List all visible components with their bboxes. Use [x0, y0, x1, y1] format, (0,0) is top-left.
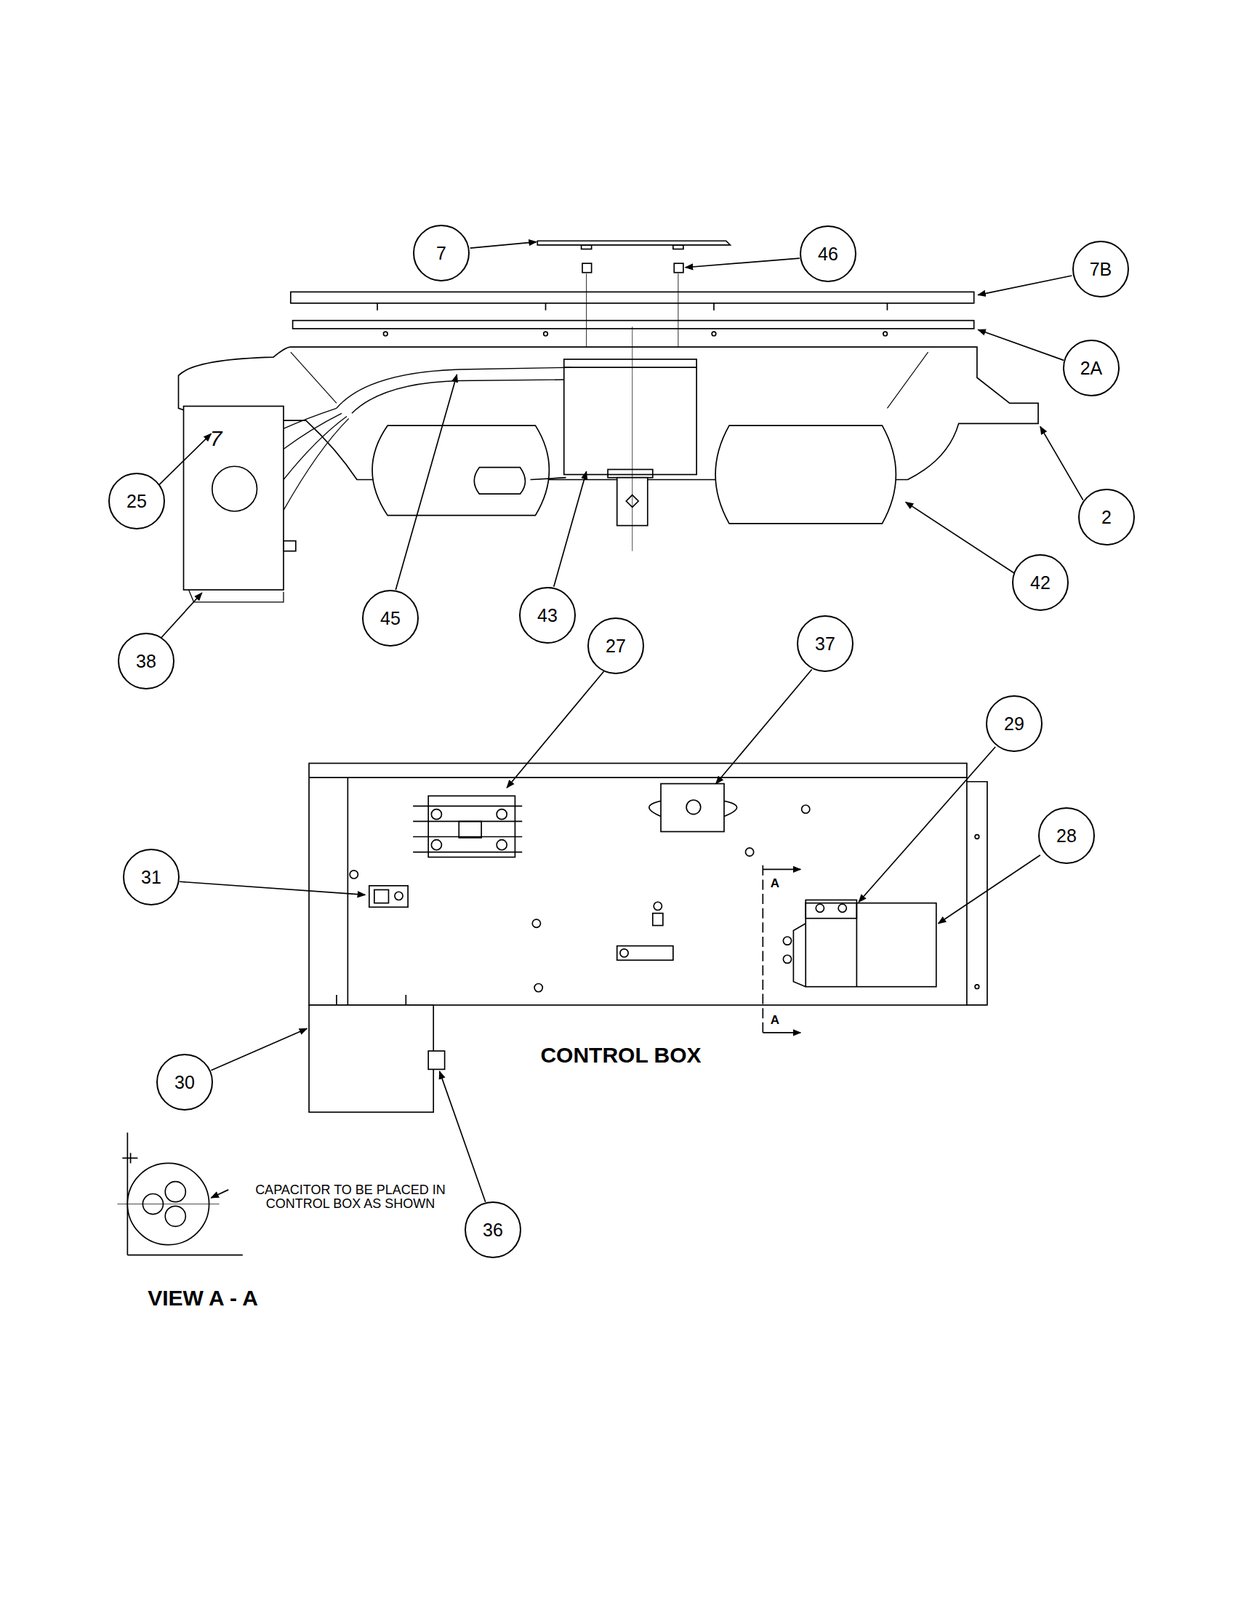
callout-circle: 2 — [1078, 488, 1135, 546]
label-text: VIEW A - A — [147, 1285, 259, 1311]
callout-number: 29 — [1003, 713, 1025, 735]
callout-number: 25 — [126, 490, 147, 512]
callout-circle: 46 — [799, 225, 857, 283]
callout-number: 28 — [1056, 825, 1077, 847]
label-text: 7 — [210, 426, 223, 451]
callout-circle: 25 — [108, 472, 166, 530]
callout-number: 42 — [1030, 572, 1051, 594]
callout-number: 27 — [605, 635, 626, 657]
label-text: CONTROL BOX — [540, 1042, 701, 1068]
callout-number: 7 — [436, 242, 447, 264]
callout-circle: 45 — [362, 589, 419, 647]
callout-circle: 37 — [796, 615, 854, 672]
callout-circle: 7 — [412, 224, 470, 282]
callout-number: 30 — [174, 1071, 195, 1093]
callout-circle: 7B — [1072, 240, 1130, 298]
callout-number: 36 — [482, 1219, 504, 1241]
callout-number: 2A — [1080, 357, 1103, 379]
callout-circle: 42 — [1011, 553, 1069, 611]
callout-circle: 43 — [519, 586, 576, 644]
callout-number: 37 — [814, 633, 836, 655]
callout-circle: 2A — [1062, 339, 1120, 397]
section-marker: A — [770, 1012, 780, 1028]
section-marker: A — [770, 876, 780, 891]
callout-number: 46 — [817, 243, 839, 265]
callout-number: 7B — [1089, 258, 1113, 280]
callout-circle: 28 — [1038, 806, 1095, 864]
callout-circle: 36 — [464, 1201, 522, 1258]
callout-circle: 27 — [587, 617, 645, 674]
callout-number: 2 — [1101, 506, 1112, 528]
callout-number: 45 — [380, 607, 401, 629]
callout-circle: 31 — [122, 848, 180, 906]
callout-number: 43 — [537, 604, 558, 626]
callout-circle: 38 — [117, 632, 175, 690]
callout-circle: 29 — [985, 695, 1043, 752]
callout-number: 31 — [141, 866, 162, 888]
callout-circle: 30 — [156, 1053, 214, 1111]
note-text: CAPACITOR TO BE PLACED IN CONTROL BOX AS… — [230, 1182, 471, 1211]
callout-number: 38 — [135, 650, 157, 672]
